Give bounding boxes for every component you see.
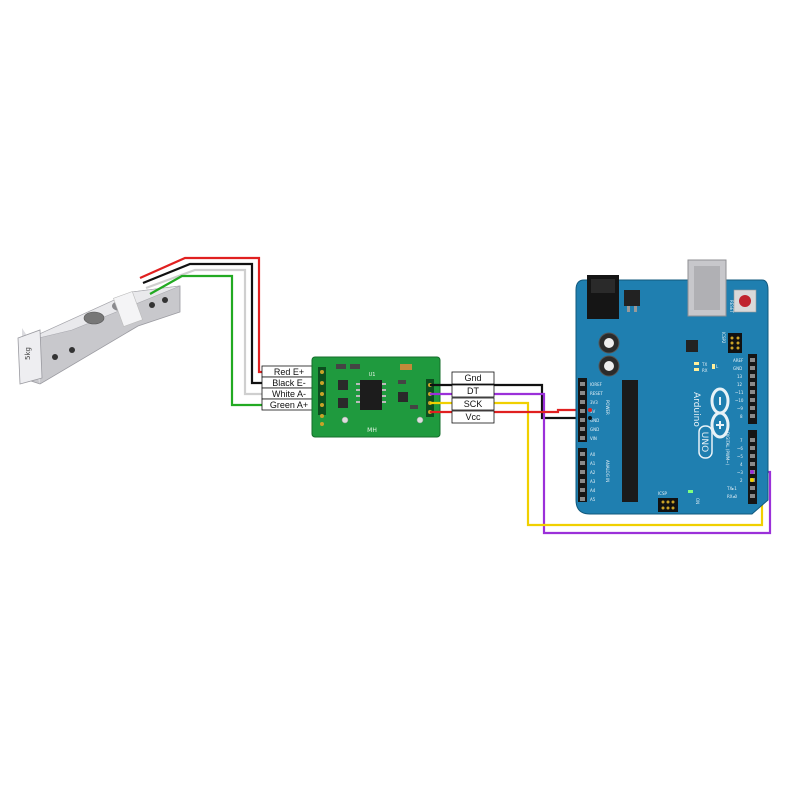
label-sck: SCK xyxy=(464,399,483,409)
on-led-label: ON xyxy=(695,498,700,504)
power-header-label: POWER xyxy=(605,400,610,415)
pin-12: 12 xyxy=(737,382,743,387)
pin-2: 2 xyxy=(740,478,743,483)
label-red-e-plus: Red E+ xyxy=(274,367,304,377)
green-wire xyxy=(149,274,318,407)
pin-3: ~3 xyxy=(737,470,743,475)
hx711-output-labels: Gnd DT SCK Vcc xyxy=(451,371,495,424)
label-dt: DT xyxy=(467,386,479,396)
pin-reset: RESET xyxy=(590,391,603,396)
digital-header-label: DIGITAL (PWM~) xyxy=(725,432,730,466)
pin-vin: VIN xyxy=(590,436,597,441)
pin-4: 4 xyxy=(740,462,743,467)
icsp-label: ICSP xyxy=(658,491,668,496)
pin-a1: A1 xyxy=(590,461,596,466)
pin-8: 8 xyxy=(740,414,743,419)
pin-7: 7 xyxy=(740,438,743,443)
label-black-e-minus: Black E- xyxy=(272,378,306,388)
load-cell: 5kg xyxy=(17,285,181,385)
arduino-uno-board: RESET ICSP2 TX RX L xyxy=(575,259,769,515)
pin-5: ~5 xyxy=(737,454,743,459)
pin-1: TX▸1 xyxy=(726,486,737,491)
icsp-header xyxy=(658,498,678,512)
pin-5v: 5V xyxy=(590,409,596,414)
pin-13: 13 xyxy=(737,374,743,379)
arduino-brand: Arduino xyxy=(691,392,701,427)
pin-a4: A4 xyxy=(590,488,596,493)
hx711-board: U1 MH xyxy=(311,356,441,438)
hx711-chip xyxy=(360,380,382,410)
pin-gnd-2: GND xyxy=(590,427,599,432)
pin-aref: AREF xyxy=(733,358,744,363)
arduino-model: UNO xyxy=(699,432,709,452)
pin-11: ~11 xyxy=(735,390,744,395)
pin-a5: A5 xyxy=(590,497,596,502)
pin-a2: A2 xyxy=(590,470,596,475)
label-green-a-plus: Green A+ xyxy=(270,400,308,410)
power-analog-header: IOREF RESET 3V3 5V GND GND VIN A0 A1 A2 … xyxy=(578,378,610,502)
digital-header: AREF GND 13 12 ~11 ~10 ~9 8 7 ~6 ~5 4 ~3… xyxy=(725,354,757,504)
icsp2-label: ICSP2 xyxy=(721,332,726,344)
pin-0: RX◂0 xyxy=(727,494,738,499)
reset-label: RESET xyxy=(729,300,734,313)
icsp2-header xyxy=(728,333,742,353)
tx-led-label: TX xyxy=(701,362,707,367)
pin-6: ~6 xyxy=(737,446,743,451)
pin-9: ~9 xyxy=(737,406,743,411)
analog-header-label: ANALOG IN xyxy=(605,460,610,482)
l-led-label: L xyxy=(716,364,719,369)
pin-gnd-1: GND xyxy=(590,418,599,423)
hx711-maker-label: MH xyxy=(367,427,377,434)
pin-10: ~10 xyxy=(735,398,744,403)
atmega-chip xyxy=(622,380,638,502)
pin-ioref: IOREF xyxy=(590,382,603,387)
black-wire xyxy=(142,262,318,385)
uno-badge: UNO xyxy=(698,425,713,459)
load-cell-marking: 5kg xyxy=(24,347,32,360)
arduino-logo xyxy=(710,387,730,439)
label-white-a-minus: White A- xyxy=(272,389,306,399)
hx711-input-labels: Red E+ Black E- White A- Green A+ xyxy=(261,365,317,411)
pin-a0: A0 xyxy=(590,452,596,457)
rx-led-label: RX xyxy=(702,368,708,373)
hx711-chip-label: U1 xyxy=(369,372,376,378)
label-vcc: Vcc xyxy=(465,412,481,422)
label-gnd: Gnd xyxy=(464,373,481,383)
hx711-left-header xyxy=(318,367,326,426)
pin-gnd-d: GND xyxy=(733,366,742,371)
pin-3v3: 3V3 xyxy=(590,400,598,405)
pin-a3: A3 xyxy=(590,479,596,484)
